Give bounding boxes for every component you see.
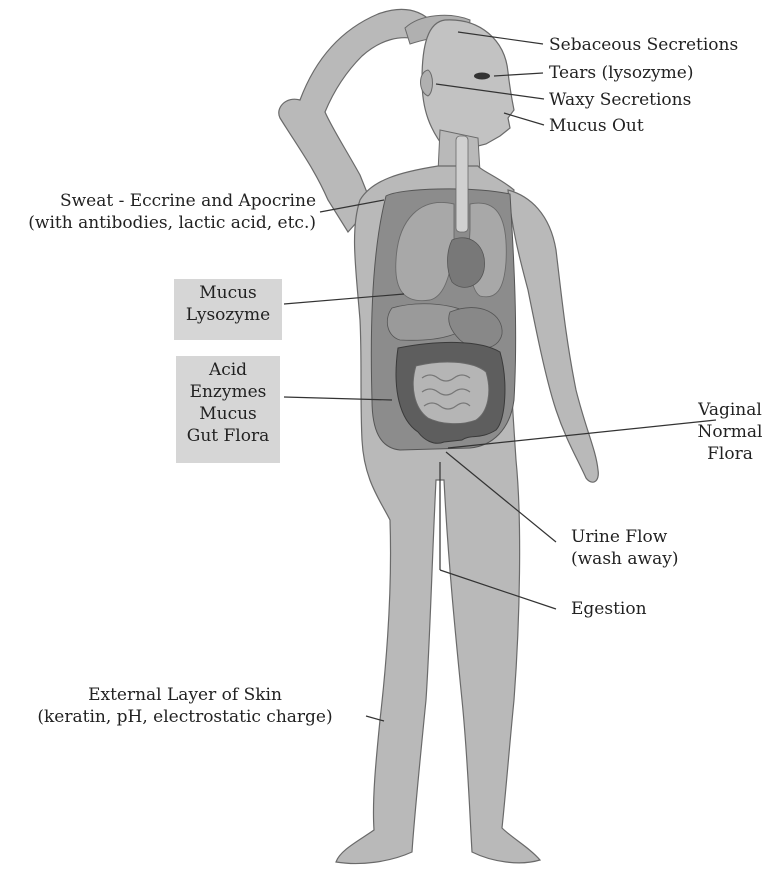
gut-box-line4: Gut Flora (176, 425, 280, 447)
label-vaginal: Vaginal Normal Flora (692, 399, 768, 465)
label-urine-line1: Urine Flow (571, 526, 678, 548)
gut-box-line1: Acid (176, 359, 280, 381)
gut-box-line3: Mucus (176, 403, 280, 425)
eye (474, 73, 490, 80)
label-skin-line2: (keratin, pH, electrostatic charge) (4, 706, 366, 728)
hanging-arm (508, 190, 598, 482)
label-urine-line2: (wash away) (571, 548, 678, 570)
label-urine: Urine Flow (wash away) (571, 526, 678, 570)
leader-mucus-out (504, 113, 544, 125)
label-mucus-out: Mucus Out (549, 115, 644, 137)
label-vaginal-line3: Flora (692, 443, 768, 465)
label-skin-line1: External Layer of Skin (4, 684, 366, 706)
small-intestine (413, 362, 488, 424)
label-skin: External Layer of Skin (keratin, pH, ele… (4, 684, 366, 728)
label-sweat-line2: (with antibodies, lactic acid, etc.) (28, 212, 316, 234)
gut-defense-box: Acid Enzymes Mucus Gut Flora (176, 356, 280, 463)
label-waxy: Waxy Secretions (549, 89, 691, 111)
label-vaginal-line1: Vaginal (692, 399, 768, 421)
lung-defense-box: Mucus Lysozyme (174, 279, 282, 340)
trachea (456, 136, 468, 232)
lung-box-line2: Lysozyme (174, 304, 282, 326)
gut-box-line2: Enzymes (176, 381, 280, 403)
label-sebaceous: Sebaceous Secretions (549, 34, 738, 56)
label-sweat-line1: Sweat - Eccrine and Apocrine (28, 190, 316, 212)
label-vaginal-line2: Normal (692, 421, 768, 443)
label-tears: Tears (lysozyme) (549, 62, 693, 84)
label-egestion: Egestion (571, 598, 647, 620)
lung-box-line1: Mucus (174, 282, 282, 304)
label-sweat: Sweat - Eccrine and Apocrine (with antib… (28, 190, 316, 234)
